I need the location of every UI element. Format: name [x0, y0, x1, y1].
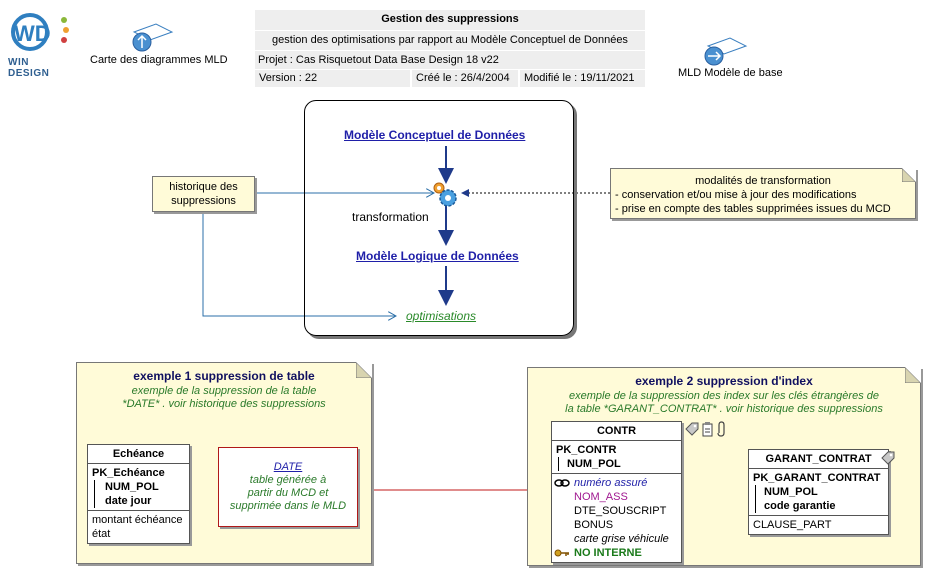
windesign-logo: WD WIN DESIGN	[8, 12, 72, 79]
diagram-up-icon	[132, 23, 174, 52]
clipboard-icon	[702, 422, 713, 437]
optimisations-link[interactable]: optimisations	[406, 309, 477, 323]
note-fold-icon	[356, 362, 372, 378]
garant-table-name: GARANT_CONTRAT	[749, 450, 888, 469]
echeance-pk-col: NUM_POL	[94, 480, 185, 494]
nav-left-shortcut[interactable]	[128, 22, 178, 54]
date-table-line-3: supprimée dans le MLD	[229, 500, 347, 512]
modalities-line-2: - prise en compte des tables supprimées …	[615, 203, 891, 215]
nav-left-label[interactable]: Carte des diagrammes MLD	[90, 54, 228, 66]
contr-table-icons	[685, 421, 725, 437]
echeance-table[interactable]: Echéance PK_Echéance NUM_POL date jour m…	[87, 444, 190, 544]
echeance-pk-col: date jour	[94, 494, 185, 508]
diagram-header: Gestion des suppressions gestion des opt…	[255, 10, 645, 87]
nav-right-shortcut[interactable]	[702, 36, 752, 68]
garant-pk-col: code garantie	[755, 499, 884, 513]
header-modified: Modifié le : 19/11/2021	[524, 72, 635, 84]
contr-table[interactable]: CONTR PK_CONTR NUM_POL numéro assuré NOM…	[551, 421, 682, 563]
header-project: Projet : Cas Risquetout Data Base Design…	[258, 54, 499, 66]
mld-link[interactable]: Modèle Logique de Données	[356, 249, 519, 263]
diagram-right-icon	[704, 37, 748, 66]
modalities-note: modalités de transformation - conservati…	[610, 168, 916, 219]
history-to-opt-line	[202, 212, 396, 316]
contr-column: numéro assuré	[574, 477, 648, 489]
garant-pk-col: NUM_POL	[755, 485, 884, 499]
header-created: Créé le : 26/4/2004	[416, 72, 510, 84]
modalities-title: modalités de transformation	[695, 175, 831, 187]
contr-pk: PK_CONTR	[556, 444, 617, 456]
date-table-line-1: table générée à	[249, 474, 327, 486]
chain-link-icon	[554, 479, 570, 487]
transformation-label: transformation	[352, 210, 429, 224]
example-2-title: exemple 2 suppression d'index	[635, 374, 813, 388]
note-fold-icon	[902, 168, 916, 182]
paperclip-icon	[717, 421, 725, 437]
contr-column: DTE_SOUSCRIPT	[574, 505, 667, 517]
header-subtitle: gestion des optimisations par rapport au…	[272, 34, 628, 46]
mcd-link[interactable]: Modèle Conceptuel de Données	[344, 128, 526, 142]
logo-text: WIN DESIGN	[8, 57, 50, 79]
garant-column: CLAUSE_PART	[753, 519, 832, 531]
example-2-desc-2: la table *GARANT_CONTRAT* . voir histori…	[565, 403, 883, 415]
example-1-title: exemple 1 suppression de table	[133, 369, 315, 383]
note-fold-icon	[905, 367, 921, 383]
gears-icon	[433, 182, 457, 207]
contr-pk-col: NUM_POL	[558, 457, 677, 471]
tag-icon	[881, 451, 895, 465]
key-icon	[554, 549, 569, 557]
contr-column: carte grise véhicule	[574, 533, 669, 545]
example-2-desc-1: exemple de la suppression des index sur …	[568, 390, 879, 402]
history-note[interactable]: historique des suppressions	[152, 176, 255, 212]
echeance-pk: PK_Echéance	[92, 467, 165, 479]
contr-column: BONUS	[574, 519, 614, 531]
contr-column: NO INTERNE	[574, 547, 642, 559]
garant-contrat-table[interactable]: GARANT_CONTRAT PK_GARANT_CONTRAT NUM_POL…	[748, 449, 889, 535]
example-1-desc-2: *DATE* . voir historique des suppression…	[122, 398, 326, 410]
date-table-name: DATE	[273, 461, 303, 473]
modalities-line-1: - conservation et/ou mise à jour des mod…	[615, 189, 857, 201]
header-version: Version : 22	[259, 72, 318, 84]
nav-right-label[interactable]: MLD Modèle de base	[678, 67, 783, 79]
garant-pk: PK_GARANT_CONTRAT	[753, 472, 881, 484]
logo-mark-icon: WD	[11, 13, 69, 51]
contr-column: NOM_ASS	[574, 491, 628, 503]
contr-table-name: CONTR	[552, 422, 681, 441]
echeance-column: état	[92, 528, 111, 540]
tag-icon	[685, 422, 699, 436]
svg-text:WD: WD	[14, 21, 51, 46]
echeance-column: montant échéance	[92, 514, 183, 526]
header-title: Gestion des suppressions	[381, 13, 519, 25]
date-deleted-table[interactable]: DATE table générée à partir du MCD et su…	[218, 447, 358, 527]
date-table-line-2: partir du MCD et	[247, 487, 329, 499]
history-note-text: historique des suppressions	[169, 181, 238, 207]
transformation-frame	[304, 100, 574, 336]
echeance-table-name: Echéance	[88, 445, 189, 464]
example-1-desc-1: exemple de la suppression de la table	[131, 385, 317, 397]
